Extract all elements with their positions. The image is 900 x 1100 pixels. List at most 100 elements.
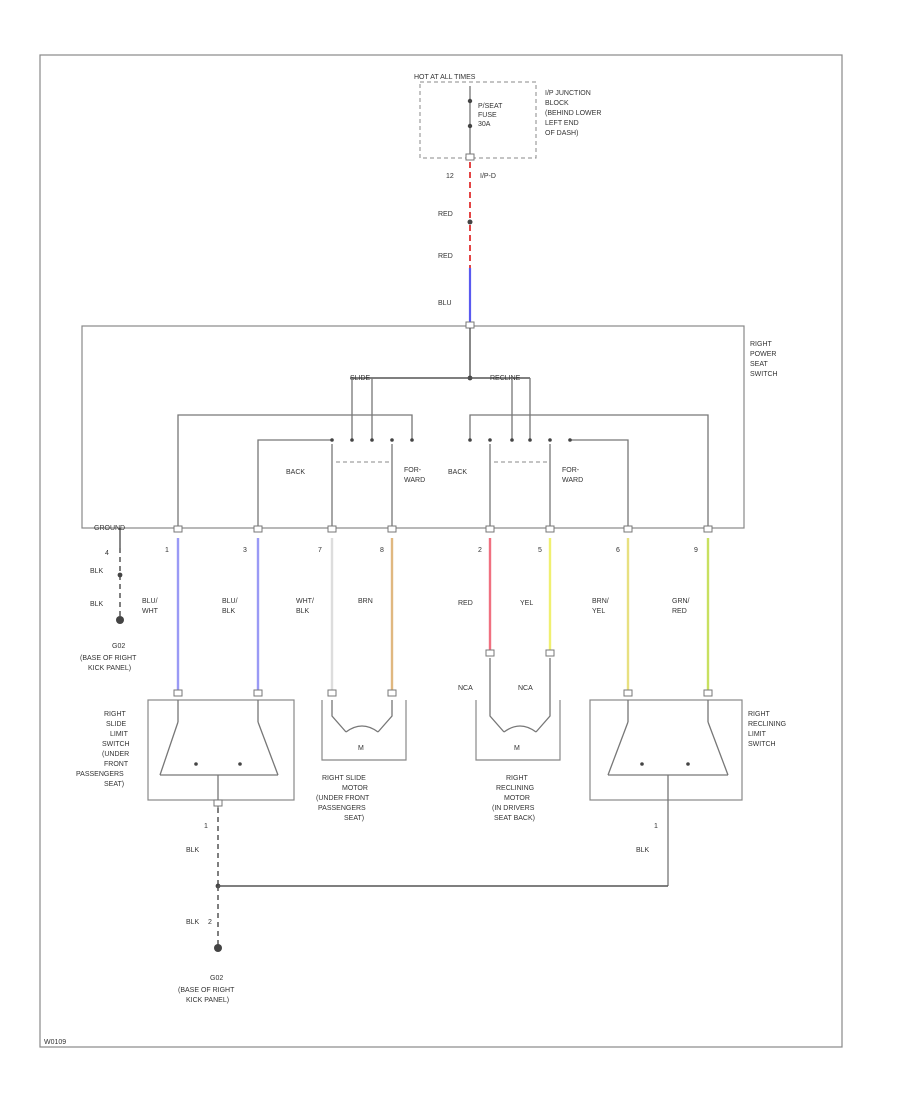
harness-color-7b: YEL — [592, 608, 605, 615]
switch-ground-wire: 4 BLK BLK G02 (BASE OF RIGHT KICK PANEL) — [80, 528, 137, 672]
slide-limit-label-1: RIGHT — [104, 711, 127, 718]
harness-pin-8: 9 — [694, 547, 698, 554]
harness-color-8a: GRN/ — [672, 598, 690, 605]
junction-label-5: OF DASH) — [545, 130, 578, 137]
recline-limit-right-pin: 1 — [654, 823, 658, 830]
feed-wire: RED RED BLU — [438, 162, 473, 322]
switch-label-2: POWER — [750, 351, 776, 358]
slide-limit-label-4: SWITCH — [102, 741, 130, 748]
slide-limit-label-2: SLIDE — [106, 721, 127, 728]
fuse-label-2: FUSE — [478, 112, 497, 119]
slide-motor-label-5: SEAT) — [344, 815, 364, 822]
harness-pin-5: 2 — [478, 547, 482, 554]
harness-color-2b: BLK — [222, 608, 236, 615]
hot-at-all-times-label: HOT AT ALL TIMES — [414, 74, 476, 81]
slide-section-label: SLIDE — [350, 375, 371, 382]
recline-motor-label-5: SEAT BACK) — [494, 815, 535, 822]
recline-motor-symbol: M — [514, 745, 520, 752]
harness-color-2a: BLU/ — [222, 598, 238, 605]
slide-limit-ground-pin: 1 — [204, 823, 208, 830]
connector-pin: 12 — [446, 173, 454, 180]
harness-pin-3: 7 — [318, 547, 322, 554]
switch-label-1: RIGHT — [750, 341, 773, 348]
ground-point-id-2: G02 — [210, 975, 223, 982]
ground-point-loc-2a: (BASE OF RIGHT — [178, 987, 235, 994]
main-ground-splice: 2 — [208, 919, 212, 926]
recline-motor-label-2: RECLINING — [496, 785, 534, 792]
harness-pin-4: 8 — [380, 547, 384, 554]
fuse-label-3: 30A — [478, 121, 491, 128]
harness-pin-1: 1 — [165, 547, 169, 554]
recline-nca-left: NCA — [458, 685, 473, 692]
recline-nca-right: NCA — [518, 685, 533, 692]
harness-color-4: BRN — [358, 598, 373, 605]
ground-wire-color-2: BLK — [90, 601, 104, 608]
slide-limit-label-6: FRONT — [104, 761, 129, 768]
reclining-motor: NCA NCA M RIGHT RECLINING MOTOR (IN DRIV… — [458, 649, 561, 822]
recline-limit-label-2: RECLINING — [748, 721, 786, 728]
harness-pin-2: 3 — [243, 547, 247, 554]
harness-pin-7: 6 — [616, 547, 620, 554]
recline-forward-label-2: WARD — [562, 477, 583, 484]
ground-wire-pin: 4 — [105, 550, 109, 557]
harness-wires: 1 3 7 8 2 5 6 9 BLU/ WHT BLU/ BLK WHT/ B… — [142, 525, 713, 692]
slide-motor-label-2: MOTOR — [342, 785, 368, 792]
switch-label-3: SEAT — [750, 361, 768, 368]
slide-limit-ground-color: BLK — [186, 847, 200, 854]
power-seat-switch: RIGHT POWER SEAT SWITCH SLIDE RECLINE BA… — [81, 321, 778, 532]
recline-back-label: BACK — [448, 469, 467, 476]
harness-color-3a: WHT/ — [296, 598, 314, 605]
diagram-code: W0109 — [44, 1039, 66, 1046]
ground-point-loc-2b: KICK PANEL) — [186, 997, 229, 1004]
ground-point-id-1: G02 — [112, 643, 125, 650]
junction-label-3: (BEHIND LOWER — [545, 110, 601, 117]
recline-limit-label-4: SWITCH — [748, 741, 776, 748]
slide-motor-label-4: PASSENGERS — [318, 805, 366, 812]
slide-motor-label-1: RIGHT SLIDE — [322, 775, 366, 782]
harness-color-1a: BLU/ — [142, 598, 158, 605]
feed-wire-color-3: BLU — [438, 300, 452, 307]
connector-name: I/P-D — [480, 173, 496, 180]
ground-wire-color-1: BLK — [90, 568, 104, 575]
main-ground-color: BLK — [186, 919, 200, 926]
slide-forward-label-2: WARD — [404, 477, 425, 484]
ground-point-loc-1a: (BASE OF RIGHT — [80, 655, 137, 662]
ground-label: GROUND — [94, 525, 125, 532]
slide-limit-label-3: LIMIT — [110, 731, 129, 738]
slide-motor-symbol: M — [358, 745, 364, 752]
recline-forward-label-1: FOR- — [562, 467, 580, 474]
harness-color-6: YEL — [520, 600, 533, 607]
reclining-limit-switch: RIGHT RECLINING LIMIT SWITCH 1 BLK — [589, 689, 786, 886]
junction-label-4: LEFT END — [545, 120, 579, 127]
harness-color-5: RED — [458, 600, 473, 607]
recline-motor-label-3: MOTOR — [504, 795, 530, 802]
diagram-frame — [39, 54, 843, 1048]
harness-color-1b: WHT — [142, 608, 159, 615]
harness-color-8b: RED — [672, 608, 687, 615]
junction-block: HOT AT ALL TIMES P/SEAT FUSE 30A I/P JUN… — [414, 74, 601, 159]
harness-color-3b: BLK — [296, 608, 310, 615]
junction-label-2: BLOCK — [545, 100, 569, 107]
fuse-label-1: P/SEAT — [478, 103, 503, 110]
switch-label-4: SWITCH — [750, 371, 778, 378]
slide-limit-label-5: (UNDER — [102, 751, 129, 758]
slide-limit-label-8: SEAT) — [104, 781, 124, 788]
slide-back-label: BACK — [286, 469, 305, 476]
recline-limit-label-1: RIGHT — [748, 711, 771, 718]
harness-pin-6: 5 — [538, 547, 542, 554]
recline-limit-label-3: LIMIT — [748, 731, 767, 738]
harness-color-7a: BRN/ — [592, 598, 609, 605]
slide-forward-label-1: FOR- — [404, 467, 422, 474]
slide-motor: M RIGHT SLIDE MOTOR (UNDER FRONT PASSENG… — [316, 689, 407, 822]
feed-wire-color-1: RED — [438, 211, 453, 218]
recline-section-label: RECLINE — [490, 375, 521, 382]
recline-motor-label-1: RIGHT — [506, 775, 529, 782]
feed-wire-color-2: RED — [438, 253, 453, 260]
recline-motor-label-4: (IN DRIVERS — [492, 805, 535, 812]
junction-label-1: I/P JUNCTION — [545, 90, 591, 97]
slide-limit-label-7: PASSENGERS — [76, 771, 124, 778]
main-ground-wire: 1 BLK BLK 2 G02 (BASE OF RIGHT KICK PANE… — [178, 808, 668, 1004]
slide-motor-label-3: (UNDER FRONT — [316, 795, 370, 802]
recline-limit-right-color: BLK — [636, 847, 650, 854]
